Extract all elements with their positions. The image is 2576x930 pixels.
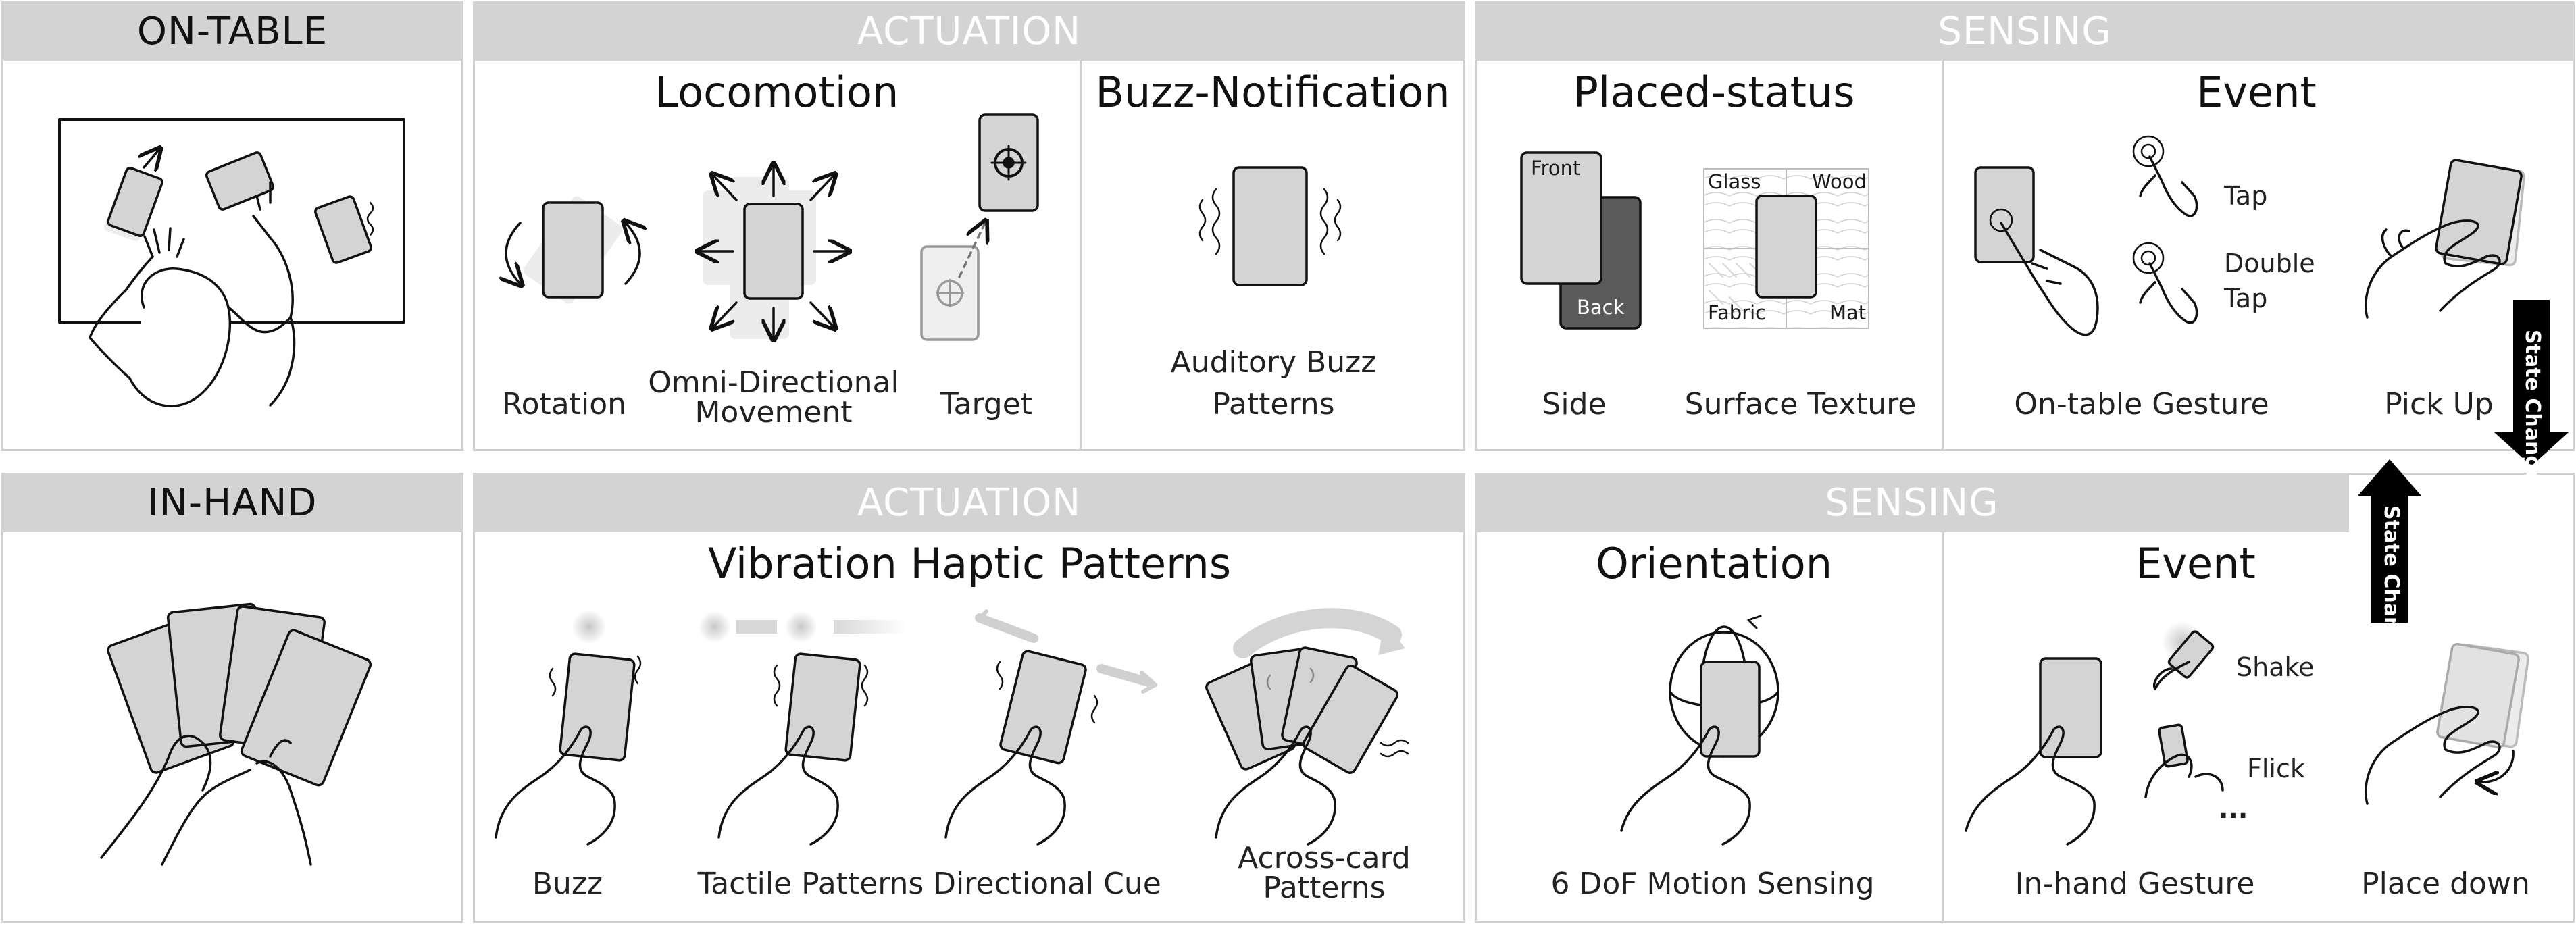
- state-change-up-label: State Change: [2379, 505, 2403, 660]
- vib-directional-caption: Directional Cue: [933, 867, 1161, 901]
- placed-status-title: Placed-status: [1573, 68, 1855, 117]
- flick-label: Flick: [2247, 754, 2305, 783]
- buzz-notification-title: Buzz-Notification: [1095, 68, 1450, 117]
- target-caption: Target: [940, 387, 1033, 421]
- divider: [1942, 532, 1944, 923]
- on-table-header: ON-TABLE: [1, 1, 463, 61]
- target-illustration: [920, 113, 1039, 341]
- rotation-illustration: [506, 196, 640, 304]
- glass-label: Glass: [1708, 170, 1761, 193]
- vib-tactile-illustration: [699, 611, 907, 846]
- orientation-caption: 6 DoF Motion Sensing: [1550, 867, 1875, 901]
- more-gestures-ellipsis: ...: [2219, 794, 2248, 824]
- on-table-panel: [1, 1, 463, 451]
- state-change-arrows: [2358, 300, 2569, 623]
- side-illustration: [1520, 151, 1642, 330]
- card-front: [1520, 151, 1602, 285]
- omni-caption-line1: Omni-Directional: [648, 365, 899, 400]
- wood-label: Wood: [1812, 170, 1867, 193]
- in-hand-sensing-title: SENSING: [1825, 480, 1999, 525]
- state-change-up-arrow: [2358, 459, 2421, 496]
- front-label: Front: [1531, 157, 1581, 180]
- state-change-down-label: State Change: [2521, 330, 2544, 484]
- in-hand-header: IN-HAND: [1, 473, 463, 532]
- vib-across-caption-line2: Patterns: [1263, 871, 1386, 905]
- omni-caption-line2: Movement: [694, 395, 853, 430]
- in-hand-gesture-illustration: [1965, 621, 2224, 846]
- on-table-actuation-title: ACTUATION: [857, 9, 1082, 53]
- double-tap-label-line2: Tap: [2224, 284, 2268, 313]
- vib-tactile-caption: Tactile Patterns: [697, 867, 924, 901]
- in-hand-actuation-title: ACTUATION: [857, 480, 1082, 525]
- mat-label: Mat: [1829, 301, 1867, 324]
- buzz-caption-line1: Auditory Buzz: [1170, 345, 1377, 380]
- buzz-caption-line2: Patterns: [1212, 387, 1335, 421]
- tap-label: Tap: [2224, 181, 2268, 211]
- vib-across-card-illustration: [1205, 608, 1409, 846]
- on-table-title: ON-TABLE: [136, 9, 328, 53]
- on-table-actuation-header: ACTUATION: [473, 1, 1465, 61]
- side-caption: Side: [1542, 387, 1607, 421]
- fabric-label: Fabric: [1708, 301, 1767, 324]
- surface-texture-caption: Surface Texture: [1684, 387, 1917, 421]
- double-tap-label-line1: Double: [2224, 249, 2315, 278]
- shake-label: Shake: [2236, 652, 2315, 682]
- place-down-caption: Place down: [2361, 867, 2530, 901]
- surface-texture-illustration: [1703, 168, 1869, 329]
- in-hand-title: IN-HAND: [147, 480, 318, 525]
- back-label: Back: [1577, 296, 1625, 319]
- vib-directional-illustration: [944, 609, 1157, 846]
- vibration-title: Vibration Haptic Patterns: [707, 539, 1232, 588]
- in-hand-sensing-header: SENSING: [1475, 473, 2349, 532]
- card: [314, 195, 372, 264]
- in-hand-cards-illustration: [100, 602, 372, 866]
- omni-movement-illustration: [700, 166, 847, 339]
- state-change-down-arrow: [2494, 300, 2569, 466]
- card: [107, 167, 163, 237]
- pick-up-caption: Pick Up: [2384, 387, 2494, 421]
- divider: [1080, 61, 1082, 451]
- card: [205, 151, 275, 211]
- event-title-in-hand: Event: [2136, 539, 2256, 588]
- vib-buzz-caption: Buzz: [532, 867, 603, 901]
- event-title-on-table: Event: [2196, 68, 2317, 117]
- on-table-gesture-illustration: [1974, 135, 2198, 336]
- place-down-illustration: [2365, 642, 2529, 805]
- locomotion-title: Locomotion: [655, 68, 899, 117]
- on-table-sensing-title: SENSING: [1938, 9, 2112, 53]
- vib-across-caption-line1: Across-card: [1238, 841, 1411, 875]
- on-table-sensing-header: SENSING: [1475, 1, 2575, 61]
- divider: [1942, 61, 1944, 451]
- rotation-caption: Rotation: [501, 387, 626, 421]
- orientation-illustration: [1620, 615, 1779, 846]
- table: [58, 118, 405, 324]
- buzz-notification-illustration: [1198, 166, 1342, 286]
- pick-up-illustration: [2365, 159, 2525, 319]
- on-table-gesture-caption: On-table Gesture: [2014, 387, 2269, 421]
- orientation-title: Orientation: [1595, 539, 1833, 588]
- on-table-scene: [58, 118, 405, 407]
- vib-buzz-illustration: [495, 609, 642, 846]
- in-hand-actuation-header: ACTUATION: [473, 473, 1465, 532]
- in-hand-gesture-caption: In-hand Gesture: [2015, 867, 2255, 901]
